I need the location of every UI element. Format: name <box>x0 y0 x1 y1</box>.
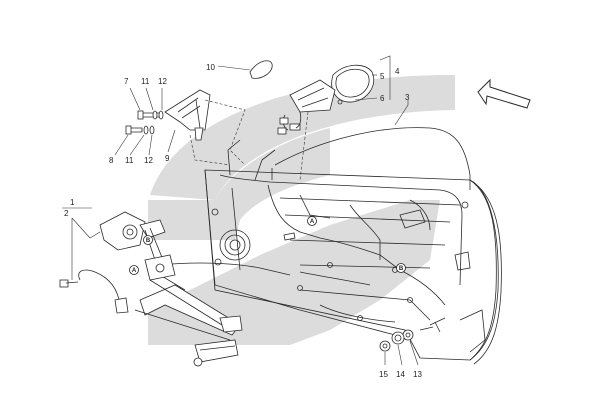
callout-numbers: 1 2 3 4 5 6 7 8 9 10 11 11 12 12 13 14 1… <box>64 63 422 379</box>
callout-8: 8 <box>109 156 114 165</box>
marker-a-regulator: A <box>129 265 139 275</box>
callout-12-top: 12 <box>158 77 167 86</box>
callout-10: 10 <box>206 63 215 72</box>
callout-14: 14 <box>396 370 405 379</box>
callout-2: 2 <box>64 209 69 218</box>
marker-b-door-label: B <box>399 266 404 272</box>
fastener-13 <box>402 329 414 341</box>
upper-band <box>150 75 455 200</box>
window-regulator <box>59 211 243 367</box>
arrow-icon <box>477 78 531 109</box>
lower-band <box>148 200 440 345</box>
washer-11a <box>152 110 158 120</box>
mirror-cover <box>249 60 273 79</box>
middle-band <box>148 128 330 240</box>
leader-lines <box>62 55 419 366</box>
background-bands <box>148 75 455 345</box>
callout-11-bottom: 11 <box>125 156 134 165</box>
fastener-14 <box>391 331 405 345</box>
stud-bolts <box>283 232 446 333</box>
callout-1: 1 <box>70 198 75 207</box>
washer-12b <box>149 125 155 135</box>
callout-11-top: 11 <box>141 77 150 86</box>
marker-a-door-label: A <box>310 219 315 225</box>
callout-9: 9 <box>165 154 170 163</box>
callout-15: 15 <box>379 370 388 379</box>
callout-12-bottom: 12 <box>144 156 153 165</box>
side-mirror <box>277 64 375 181</box>
callout-13: 13 <box>413 370 422 379</box>
callout-5: 5 <box>380 72 385 81</box>
callout-7: 7 <box>124 77 129 86</box>
callout-6: 6 <box>380 94 385 103</box>
marker-b-regulator: B <box>143 235 153 245</box>
screw-8 <box>125 125 143 135</box>
marker-b-regulator-label: B <box>146 238 151 244</box>
marker-b-door: B <box>396 263 406 273</box>
fastener-15 <box>379 340 391 352</box>
callout-4: 4 <box>395 67 400 76</box>
callout-3: 3 <box>405 93 410 102</box>
door-glass <box>271 127 471 190</box>
marker-a-door: A <box>307 216 317 226</box>
washer-11b <box>143 125 149 135</box>
mirror-bracket <box>125 89 246 166</box>
washer-12a <box>158 110 164 120</box>
door-shell <box>204 139 502 365</box>
marker-a-regulator-label: A <box>132 268 137 274</box>
